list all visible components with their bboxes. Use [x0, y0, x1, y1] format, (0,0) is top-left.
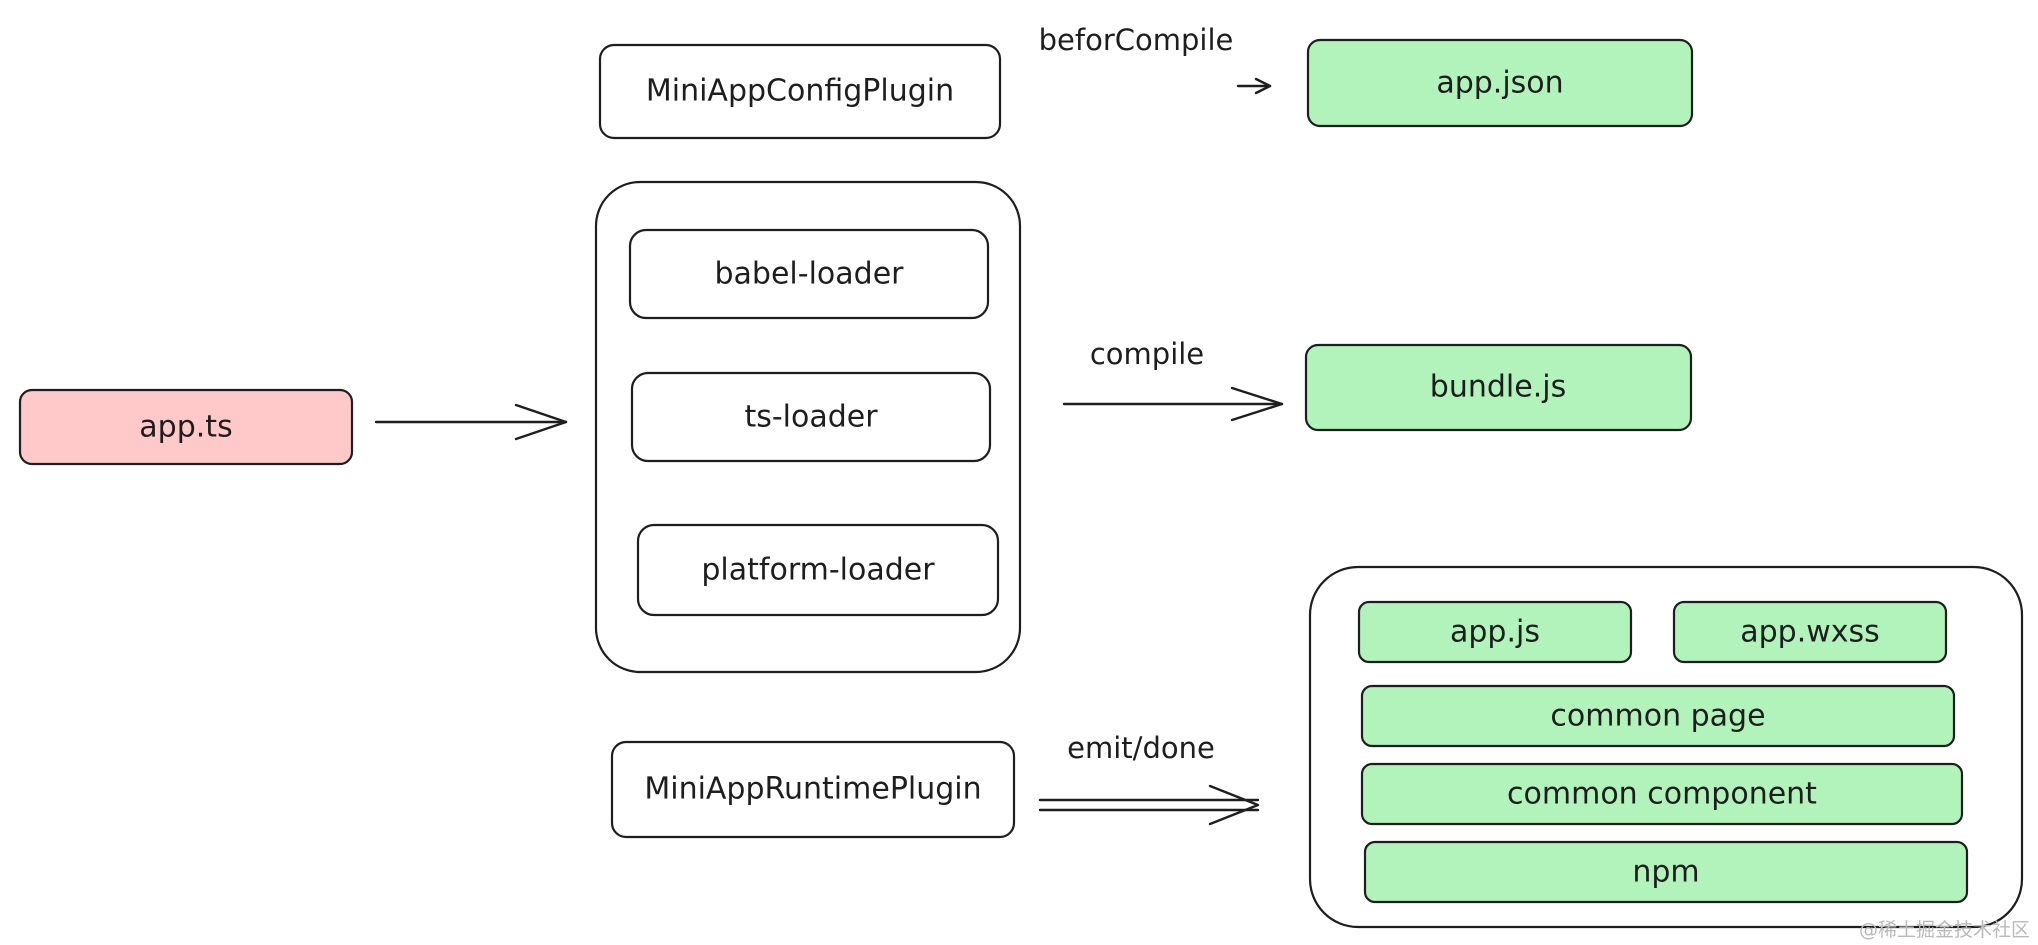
node-config-plugin: MiniAppConfigPlugin: [598, 43, 1002, 140]
node-app-json-label: app.json: [1436, 66, 1563, 101]
edge-label-compile: compile: [1090, 337, 1204, 371]
node-npm: npm: [1363, 840, 1969, 904]
edge-label-befor-compile: beforCompile: [1039, 23, 1234, 57]
arrow-befor-compile: beforCompile: [1039, 23, 1272, 95]
edge-label-emit-done: emit/done: [1067, 731, 1215, 765]
node-app-wxss: app.wxss: [1672, 600, 1948, 664]
node-babel-loader-label: babel-loader: [715, 257, 905, 292]
node-config-plugin-label: MiniAppConfigPlugin: [646, 74, 954, 109]
node-app-js: app.js: [1357, 600, 1633, 664]
node-npm-label: npm: [1632, 855, 1699, 890]
watermark: @稀土掘金技术社区: [1859, 919, 2030, 941]
node-platform-loader: platform-loader: [636, 523, 1000, 617]
node-runtime-plugin-label: MiniAppRuntimePlugin: [644, 772, 981, 807]
node-ts-loader-label: ts-loader: [744, 400, 878, 435]
arrow-compile: compile: [1062, 337, 1284, 422]
node-bundle-js: bundle.js: [1304, 343, 1693, 432]
arrow-emit-done: emit/done: [1038, 731, 1260, 826]
node-app-ts: app.ts: [18, 388, 354, 466]
node-runtime-plugin: MiniAppRuntimePlugin: [610, 740, 1016, 839]
node-common-component: common component: [1360, 762, 1964, 826]
node-ts-loader: ts-loader: [630, 371, 992, 463]
node-babel-loader: babel-loader: [628, 228, 990, 320]
node-app-json: app.json: [1306, 38, 1694, 128]
node-app-ts-label: app.ts: [139, 410, 232, 445]
node-app-wxss-label: app.wxss: [1740, 615, 1880, 650]
node-bundle-js-label: bundle.js: [1430, 370, 1566, 405]
node-common-component-label: common component: [1507, 777, 1817, 812]
node-app-js-label: app.js: [1450, 615, 1540, 650]
arrow-source-to-loaders: [374, 403, 568, 441]
node-platform-loader-label: platform-loader: [701, 553, 935, 588]
node-common-page-label: common page: [1550, 699, 1765, 734]
node-common-page: common page: [1360, 684, 1956, 748]
